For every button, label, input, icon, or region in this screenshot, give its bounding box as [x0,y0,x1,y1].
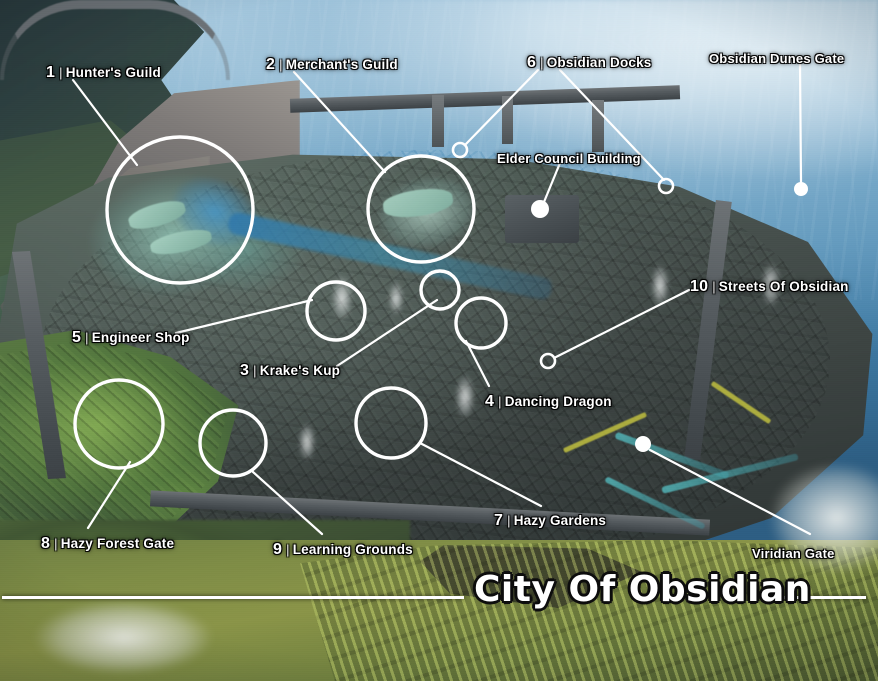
label-separator: | [54,536,58,551]
label-text: Streets Of Obsidian [718,279,849,294]
map-circle-krakes-kup[interactable] [305,280,367,342]
map-label-streets-of-obsidian[interactable]: 10|Streets Of Obsidian [690,278,849,296]
map-label-hunter-s-guild[interactable]: 1|Hunter's Guild [46,64,161,82]
label-number: 6 [527,54,537,71]
map-label-merchant-s-guild[interactable]: 2|Merchant's Guild [266,56,398,74]
line-krakes-kup [335,298,439,368]
label-separator: | [59,65,63,80]
label-text: Learning Grounds [292,542,413,557]
line-learning-grounds [251,470,324,536]
label-number: 2 [266,56,276,73]
map-label-learning-grounds[interactable]: 9|Learning Grounds [273,541,413,559]
line-obsidian-docks-b [558,68,666,182]
line-obsidian-docks-a [463,68,540,147]
label-number: 7 [494,512,504,529]
line-viridian-gate [648,448,812,536]
label-number: 9 [273,541,283,558]
page-title: City Of Obsidian [474,569,811,610]
map-circle-hazy-gardens[interactable] [354,386,428,460]
label-number: 5 [72,329,82,346]
label-text: Obsidian Docks [546,55,652,70]
map-label-hazy-gardens[interactable]: 7|Hazy Gardens [494,512,606,530]
map-label-obsidian-docks[interactable]: 6|Obsidian Docks [527,54,652,72]
map-circle-merchants-guild[interactable] [366,154,476,264]
label-text: Krake's Kup [259,363,341,378]
label-separator: | [253,363,257,378]
map-label-obsidian-dunes-gate[interactable]: Obsidian Dunes Gate [709,50,844,68]
map-dot-obsidian-dunes-gate[interactable] [794,182,808,196]
label-text: Obsidian Dunes Gate [709,51,845,66]
label-number: 10 [690,278,709,295]
map-label-dancing-dragon[interactable]: 4|Dancing Dragon [485,393,612,411]
map-label-elder-council-building[interactable]: Elder Council Building [497,150,641,168]
label-separator: | [85,330,89,345]
map-label-viridian-gate[interactable]: Viridian Gate [752,545,835,563]
map-circle-hunters-guild[interactable] [105,135,255,285]
map-ring-obsidian-docks[interactable] [451,141,469,159]
line-hazy-forest-gate [86,460,132,530]
line-merchants-guild [292,70,387,174]
label-separator: | [286,542,290,557]
map-dot-viridian-gate[interactable] [635,436,651,452]
label-separator: | [507,513,511,528]
label-text: Viridian Gate [752,546,835,561]
label-separator: | [279,57,283,72]
line-streets-of-obsidian [554,288,691,359]
label-text: Hazy Gardens [513,513,607,528]
label-text: Dancing Dragon [504,394,612,409]
label-text: Hunter's Guild [65,65,161,80]
map-title-bar: City Of Obsidian [0,569,878,621]
label-text: Elder Council Building [497,151,641,166]
label-number: 8 [41,535,51,552]
map-ring-obsidian-docks-east[interactable] [657,177,675,195]
map-dot-elder-council-building[interactable] [531,200,549,218]
map-circle-hazy-forest-gate[interactable] [73,378,165,470]
line-elder-council [542,161,562,204]
title-rule-left [2,596,464,599]
label-number: 3 [240,362,250,379]
map-circle-unlabeled-north[interactable] [419,269,461,311]
line-hunters-guild [71,78,139,167]
map-label-engineer-shop[interactable]: 5|Engineer Shop [72,329,190,347]
line-dunes-gate [798,62,803,184]
label-number: 4 [485,393,495,410]
label-separator: | [498,394,502,409]
map-circle-learning-grounds[interactable] [198,408,268,478]
map-circle-dancing-dragon[interactable] [454,296,508,350]
line-hazy-gardens [418,441,543,508]
title-rule-right [766,596,866,599]
label-text: Engineer Shop [91,330,190,345]
line-engineer-shop [174,298,314,335]
label-text: Hazy Forest Gate [60,536,175,551]
map-label-krake-s-kup[interactable]: 3|Krake's Kup [240,362,340,380]
label-number: 1 [46,64,56,81]
label-text: Merchant's Guild [285,57,398,72]
map-ring-streets-of-obsidian[interactable] [539,352,557,370]
label-separator: | [540,55,544,70]
map-label-hazy-forest-gate[interactable]: 8|Hazy Forest Gate [41,535,174,553]
label-separator: | [712,279,716,294]
line-dancing-dragon [464,339,491,388]
